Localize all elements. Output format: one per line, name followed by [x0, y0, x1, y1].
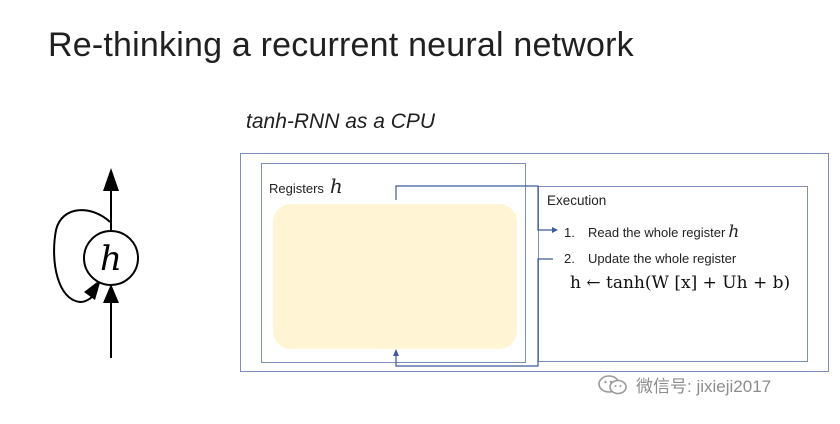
execution-step-2: 2.Update the whole register — [564, 251, 737, 266]
slide-subtitle: tanh-RNN as a CPU — [246, 110, 436, 133]
watermark-text: 微信号: jixieji2017 — [636, 377, 772, 396]
recurrent-arrowhead — [84, 279, 101, 300]
write-path-arrowhead — [393, 349, 399, 356]
read-path-line — [395, 185, 553, 231]
input-arrowhead — [103, 284, 119, 303]
read-path-arrowhead — [552, 227, 558, 233]
cpu-frame — [240, 153, 829, 372]
recurrent-loop — [53, 209, 111, 304]
output-arrowhead — [103, 168, 119, 191]
slide-title: Re-thinking a recurrent neural network — [48, 26, 634, 64]
step-1-var: h — [728, 222, 740, 242]
execution-label: Execution — [547, 193, 607, 208]
registers-box — [261, 163, 526, 363]
hidden-state-node — [83, 230, 139, 286]
register-memory-area — [273, 204, 517, 349]
watermark: 微信号: jixieji2017 — [596, 372, 771, 397]
registers-var: h — [329, 174, 343, 198]
hidden-state-label: h — [100, 239, 122, 279]
wechat-icon — [598, 374, 627, 394]
write-path-line — [395, 258, 553, 367]
update-rule-equation: h ← tanh(W [x] + Uh + b) — [570, 273, 791, 293]
